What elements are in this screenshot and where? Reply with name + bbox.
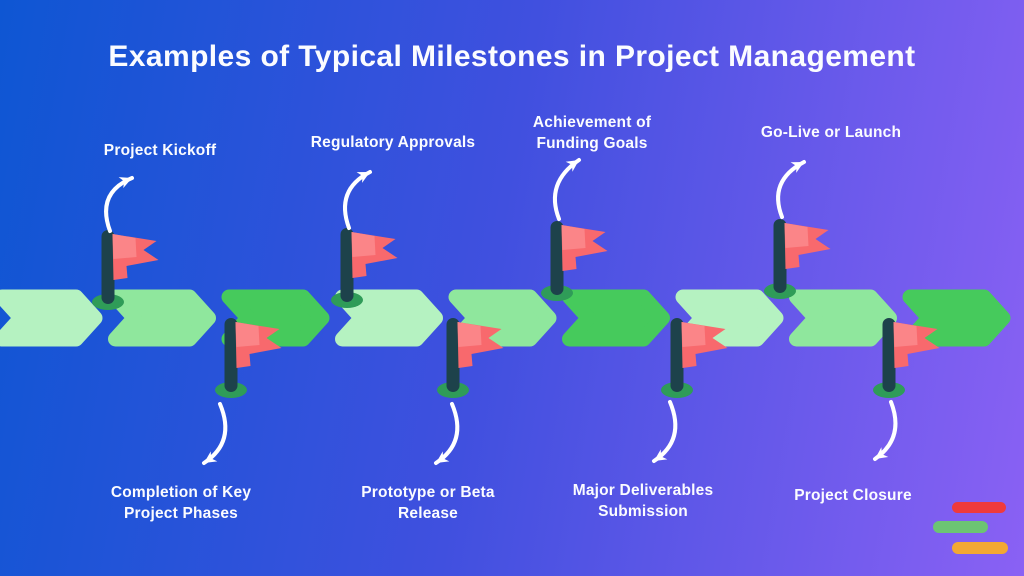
milestone-label-go-live: Go-Live or Launch <box>761 122 901 143</box>
flag-fold <box>112 234 137 259</box>
milestone-label-major-deliverables: Major Deliverables Submission <box>573 480 714 523</box>
flag-go-live <box>764 219 831 299</box>
milestone-label-regulatory-approvals: Regulatory Approvals <box>311 132 476 153</box>
label-line: Prototype or Beta <box>361 484 495 501</box>
brand-logo <box>933 502 1008 554</box>
timeline-chevron <box>0 289 103 347</box>
arrow-go-live <box>776 160 806 219</box>
flag-fold <box>351 232 376 257</box>
label-line: Regulatory Approvals <box>310 134 476 151</box>
timeline-chevrons <box>0 289 1011 347</box>
arrow-prototype-beta <box>434 402 460 465</box>
flag-major-deliverables <box>661 318 728 398</box>
flag-pole <box>224 318 238 392</box>
logo-bar-red <box>952 502 1006 513</box>
milestone-label-project-kickoff: Project Kickoff <box>104 140 216 161</box>
timeline-chevron <box>789 289 897 347</box>
timeline-band <box>0 289 1011 347</box>
flag-project-closure <box>873 318 940 398</box>
label-line: Major Deliverables <box>572 482 714 499</box>
label-line: Achievement of <box>532 114 652 131</box>
milestone-label-project-closure: Project Closure <box>794 485 912 506</box>
flag-fold <box>893 322 918 347</box>
flag-achievement-funding <box>541 221 608 301</box>
flag-fold <box>681 322 706 347</box>
flag-pole <box>670 318 684 392</box>
timeline-chevron <box>108 289 216 347</box>
flag-fold <box>561 225 586 250</box>
label-line: Funding Goals <box>536 135 648 153</box>
timeline-chevron <box>335 289 443 347</box>
label-line: Go-Live or Launch <box>760 124 902 141</box>
page-title: Examples of Typical Milestones in Projec… <box>108 40 916 73</box>
flag-pole <box>101 230 115 304</box>
label-line: Release <box>397 505 459 523</box>
label-line: Submission <box>598 503 688 521</box>
flag-fold <box>784 223 809 248</box>
arrow-achievement-funding <box>553 158 581 221</box>
arrow-regulatory-approvals <box>343 170 372 230</box>
label-line: Project Closure <box>794 487 912 504</box>
arrow-major-deliverables <box>652 400 678 463</box>
flag-completion-phases <box>215 318 282 398</box>
flag-fold <box>235 322 260 347</box>
label-line: Completion of Key <box>110 484 252 501</box>
flag-pole <box>882 318 896 392</box>
logo-bar-green <box>933 521 988 533</box>
arrow-project-closure <box>873 400 898 461</box>
milestone-label-prototype-beta: Prototype or Beta Release <box>361 482 494 525</box>
flag-pole <box>550 221 564 295</box>
timeline-chevron <box>562 289 670 347</box>
milestone-label-completion-phases: Completion of Key Project Phases <box>111 482 251 525</box>
flag-pole <box>340 228 354 302</box>
arrow-project-kickoff <box>104 176 134 233</box>
flag-project-kickoff <box>92 230 159 310</box>
logo-bar-yellow <box>952 542 1008 554</box>
flag-fold <box>457 322 482 347</box>
label-line: Project Kickoff <box>103 142 217 159</box>
flag-regulatory-approvals <box>331 228 398 308</box>
arrow-completion-phases <box>202 402 228 465</box>
flag-pole <box>773 219 787 293</box>
milestone-label-achievement-funding: Achievement of Funding Goals <box>533 112 651 155</box>
flag-pole <box>446 318 460 392</box>
label-line: Project Phases <box>124 505 238 523</box>
flag-prototype-beta <box>437 318 504 398</box>
